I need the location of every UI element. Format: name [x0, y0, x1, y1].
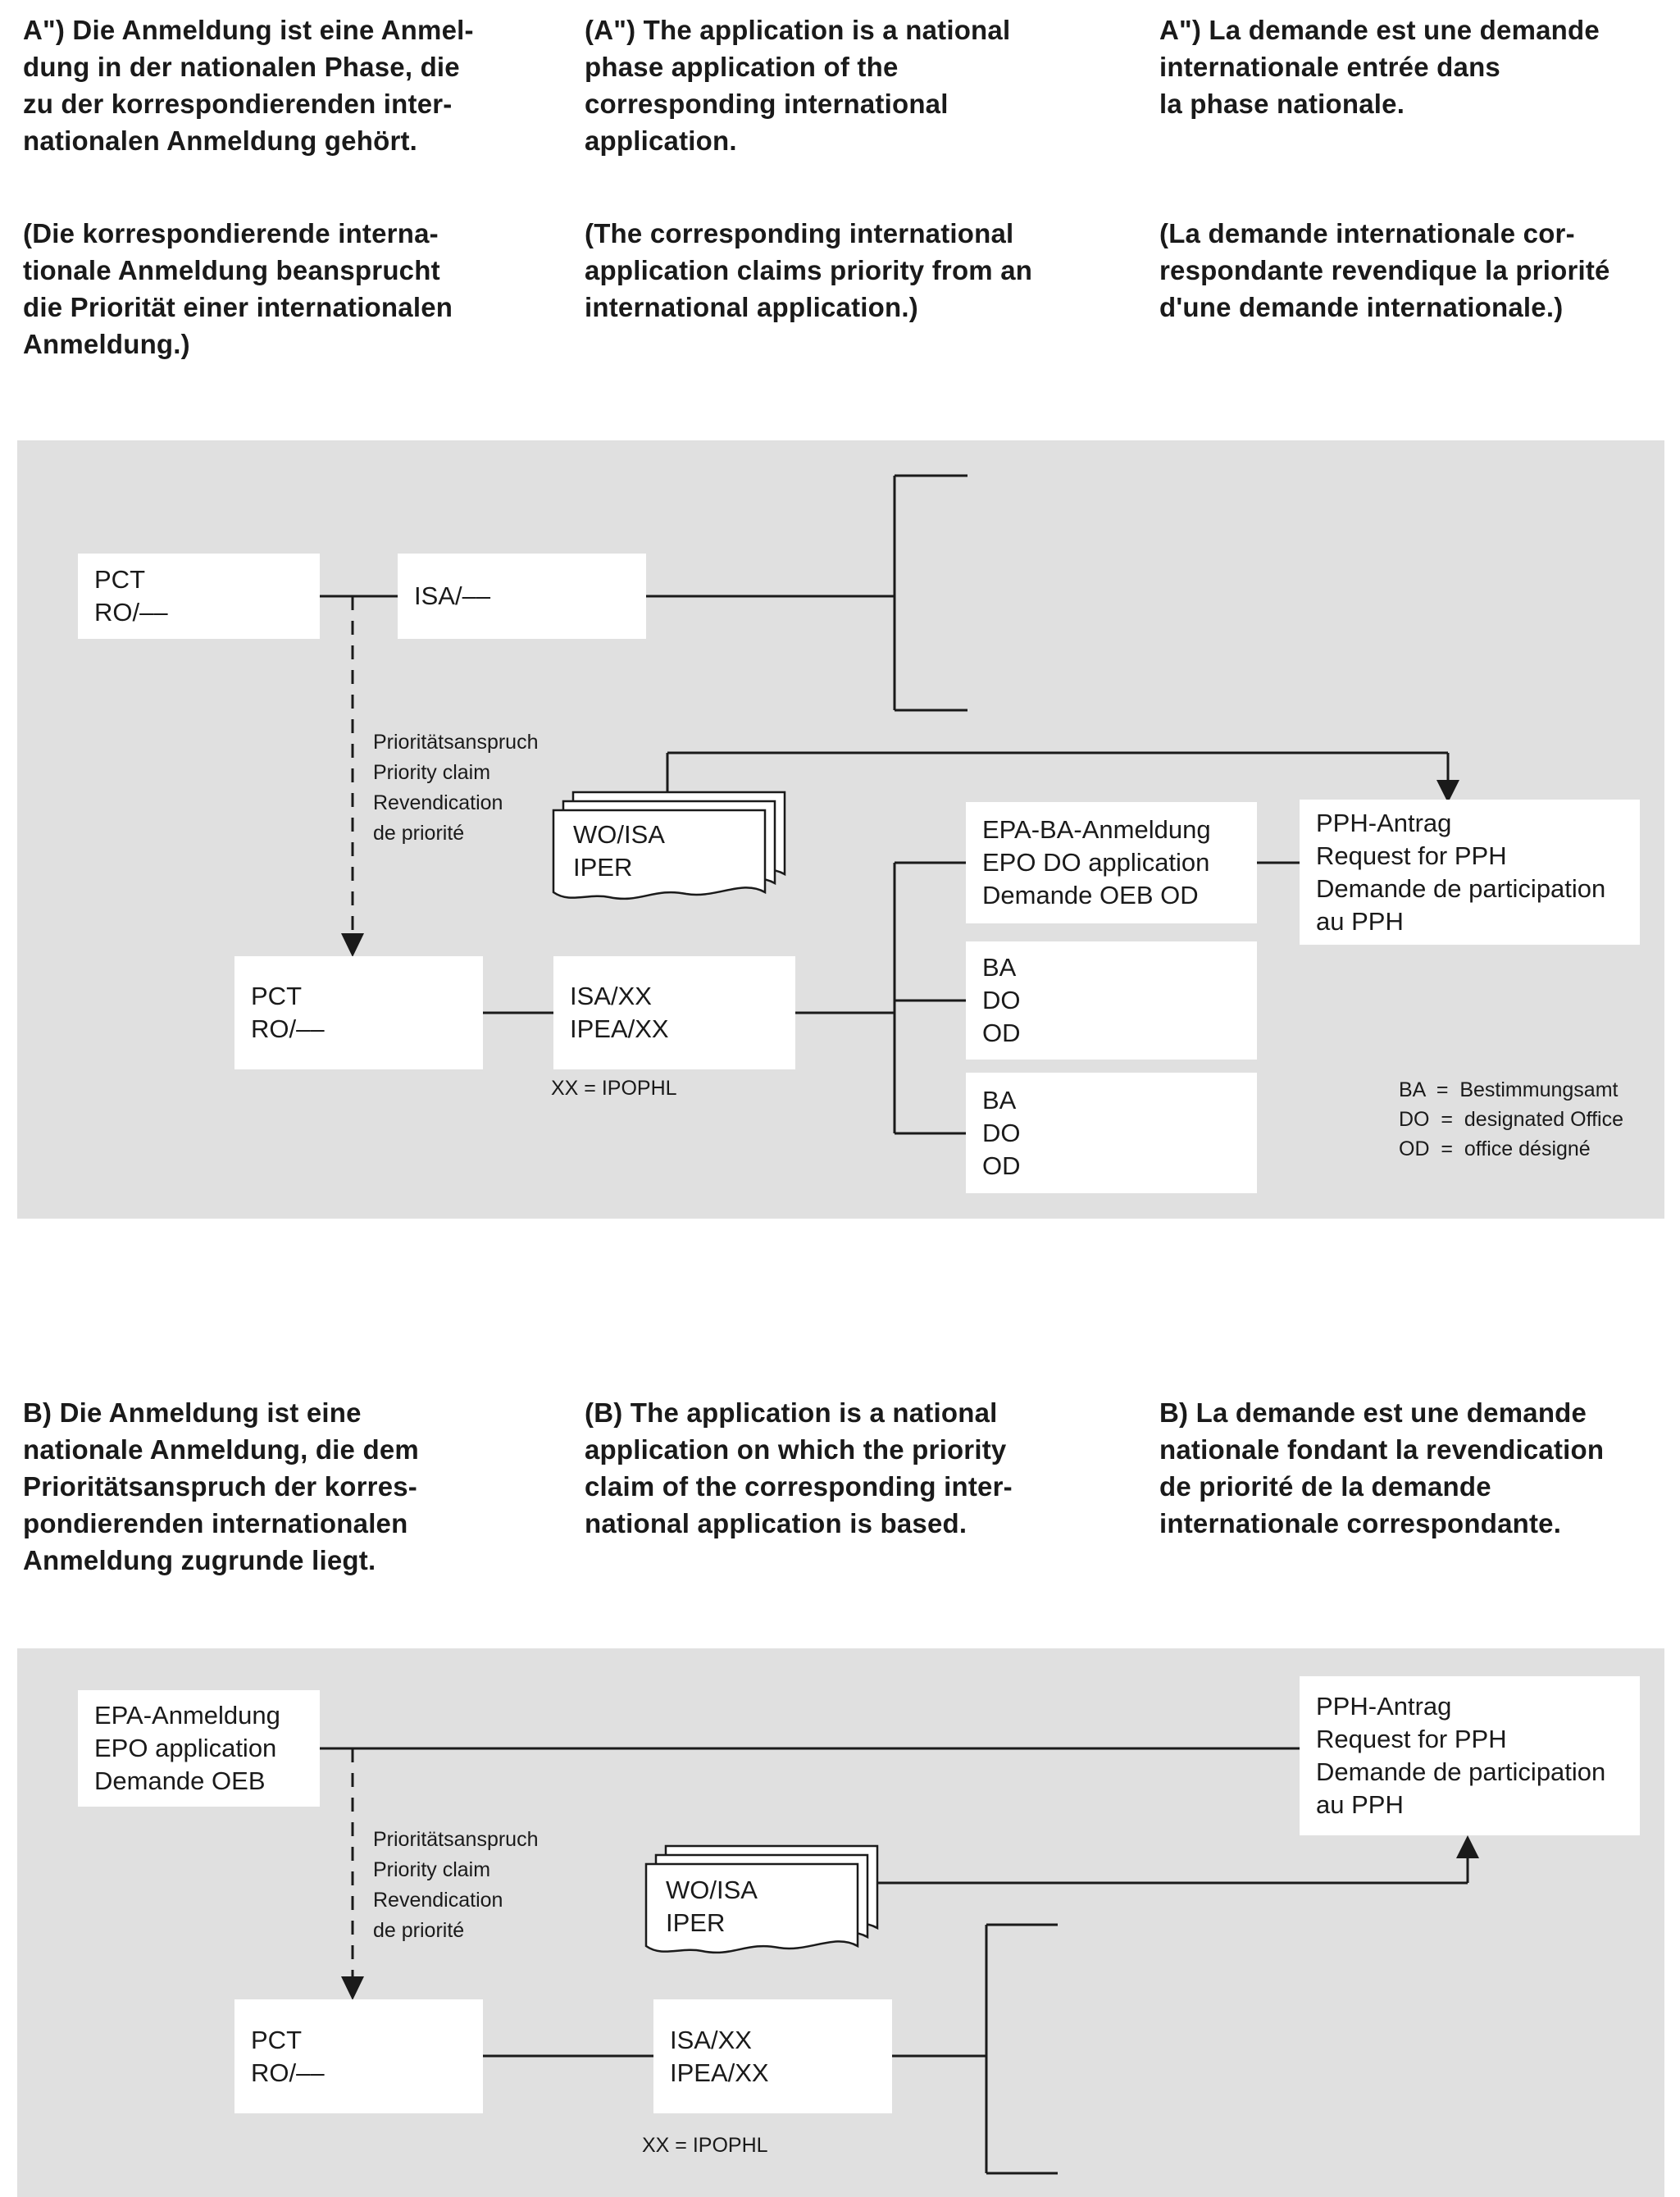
flow-lines [320, 474, 1450, 1135]
diagram-b-panel: EPA-Anmeldung EPO application Demande OE… [17, 1648, 1664, 2197]
priority-arrow-down-icon [341, 933, 364, 957]
line-woisa-to-pph [666, 751, 1450, 792]
pct-ro-box-top: PCT RO/–– [78, 554, 320, 639]
pph-request-box: PPH-Antrag Request for PPH Demande de pa… [1300, 800, 1640, 945]
xx-ipophl-note: XX = IPOPHL [642, 2134, 768, 2157]
epa-ba-application-box: EPA-BA-Anmeldung EPO DO application Dema… [966, 802, 1257, 923]
continuation-bracket [985, 1923, 1058, 2175]
abbreviation-legend: BA = Bestimmungsamt DO = designated Offi… [1399, 1078, 1623, 1160]
wo-isa-iper-label: WO/ISA IPER [666, 1876, 758, 1937]
diagram-a-panel: PCT RO/–– ISA/–– Prioritätsanspruch Prio… [17, 440, 1664, 1219]
priority-claim-label: Prioritätsanspruch Priority claim Revend… [373, 1828, 539, 1942]
arrowheads [341, 780, 1459, 957]
section-a-french-para2: (La demande internationale cor- responda… [1159, 218, 1610, 322]
isa-box-top: ISA/–– [398, 554, 646, 639]
isa-ipea-box: ISA/XX IPEA/XX [653, 1999, 892, 2113]
section-b-french: B) La demande est une demande nationale … [1159, 1397, 1605, 1538]
pph-arrow-down-icon [1436, 780, 1459, 803]
diagram-b-flowchart [320, 1747, 1479, 2175]
line-woisa-to-pph [877, 1857, 1469, 1885]
priority-claim-label: Prioritätsanspruch Priority claim Revend… [373, 731, 539, 845]
branch-to-office-boxes [893, 861, 966, 1135]
ba-do-od-box-1: BA DO OD [966, 941, 1257, 1060]
flow-lines [320, 1747, 1469, 2175]
section-a-german-para2: (Die korrespondierende interna- tionale … [23, 218, 453, 359]
continuation-bracket [893, 474, 967, 712]
pph-arrow-up-icon [1456, 1835, 1479, 1858]
section-a-french-para1: A") La demande est une demande internati… [1159, 15, 1600, 119]
section-a-english-para1: (A") The application is a national phase… [585, 15, 1011, 156]
epa-application-box: EPA-Anmeldung EPO application Demande OE… [78, 1690, 320, 1807]
pct-ro-box-bottom: PCT RO/–– [234, 956, 483, 1069]
pct-ro-box: PCT RO/–– [234, 1999, 483, 2113]
wo-isa-document-stack-icon [644, 1844, 879, 1954]
section-b-english: (B) The application is a national applic… [585, 1397, 1013, 1538]
section-a-german-para1: A") Die Anmeldung ist eine Anmel- dung i… [23, 15, 474, 156]
diagram-a-flowchart [320, 474, 1459, 1135]
wo-isa-document-stack-icon [552, 791, 786, 900]
xx-ipophl-note: XX = IPOPHL [551, 1077, 677, 1100]
priority-arrow-down-icon [341, 1976, 364, 2000]
ba-do-od-box-2: BA DO OD [966, 1073, 1257, 1193]
arrowheads [341, 1835, 1479, 2000]
section-a-english-para2: (The corresponding international applica… [585, 218, 1033, 322]
pph-request-box: PPH-Antrag Request for PPH Demande de pa… [1300, 1676, 1640, 1835]
section-b-german: B) Die Anmeldung ist eine nationale Anme… [23, 1397, 419, 1575]
wo-isa-iper-label: WO/ISA IPER [573, 820, 665, 882]
isa-ipea-box: ISA/XX IPEA/XX [553, 956, 795, 1069]
